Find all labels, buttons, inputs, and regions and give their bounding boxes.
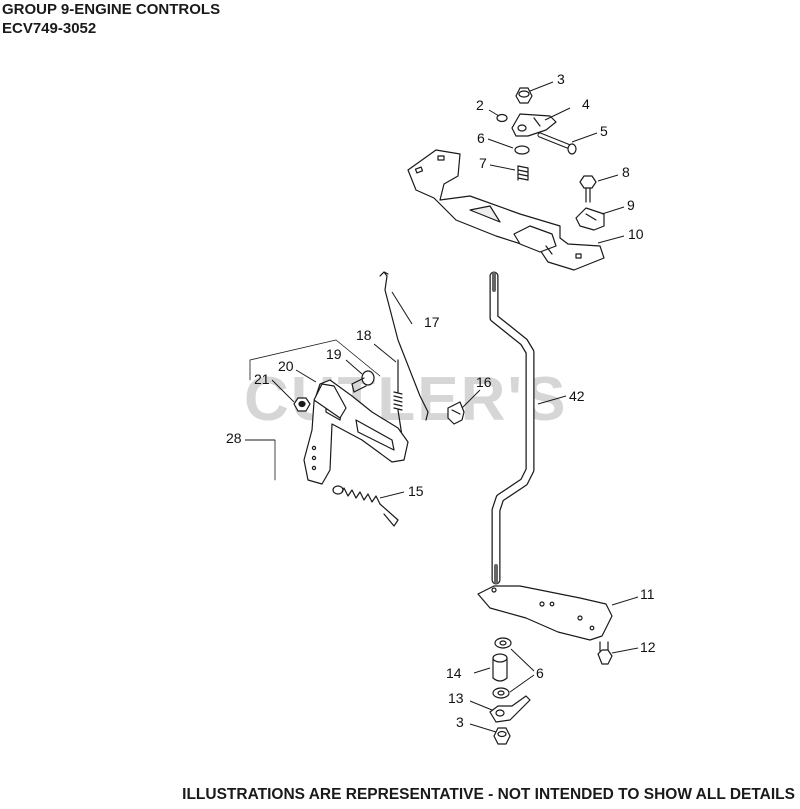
callout-17: 17 xyxy=(424,314,440,330)
callout-9: 9 xyxy=(627,197,635,213)
throttle-rod xyxy=(379,271,429,421)
nut-bottom xyxy=(493,727,511,745)
callout-21: 21 xyxy=(254,371,270,387)
callout-8: 8 xyxy=(622,164,630,180)
callout-10: 10 xyxy=(628,226,644,242)
compression-spring xyxy=(517,165,529,181)
nut-top xyxy=(515,87,533,104)
cable-clip xyxy=(575,207,605,231)
disclaimer-footer: ILLUSTRATIONS ARE REPRESENTATIVE - NOT I… xyxy=(182,786,795,803)
washer-small xyxy=(496,113,508,123)
bushing xyxy=(492,653,508,682)
washer xyxy=(514,145,530,155)
model-number: ECV749-3052 xyxy=(2,20,97,37)
lower-plate xyxy=(477,585,613,641)
control-bracket xyxy=(407,149,605,271)
callout-12: 12 xyxy=(640,639,656,655)
screw-8 xyxy=(579,175,597,203)
callout-28: 28 xyxy=(226,430,242,446)
callout-13: 13 xyxy=(448,690,464,706)
callout-19: 19 xyxy=(326,346,342,362)
lever-arm xyxy=(313,383,347,419)
callout-4: 4 xyxy=(582,96,590,112)
shoulder-bolt xyxy=(351,370,375,393)
callout-2: 2 xyxy=(476,97,484,113)
callout-7: 7 xyxy=(479,155,487,171)
extension-spring-small xyxy=(393,359,403,437)
callout-14: 14 xyxy=(446,665,462,681)
callout-6: 6 xyxy=(477,130,485,146)
callout-16: 16 xyxy=(476,374,492,390)
washer-lower-top xyxy=(494,637,512,649)
bolt xyxy=(537,132,577,155)
leader-lines xyxy=(245,81,639,733)
callout-5: 5 xyxy=(600,123,608,139)
callout-11: 11 xyxy=(640,586,655,602)
swivel-bracket xyxy=(511,113,557,137)
lever-nut xyxy=(293,397,311,412)
callout-6-lower: 6 xyxy=(536,665,544,681)
screw-12 xyxy=(597,641,613,665)
callout-42: 42 xyxy=(569,388,585,404)
page-title: GROUP 9-ENGINE CONTROLS xyxy=(2,1,221,18)
assembly-outline xyxy=(249,339,381,481)
rod-clip xyxy=(447,401,465,425)
extension-spring xyxy=(332,485,399,527)
swivel-link xyxy=(489,695,531,723)
callout-15: 15 xyxy=(408,483,424,499)
callout-18: 18 xyxy=(356,327,372,343)
watermark: CUTLER'S xyxy=(244,365,568,434)
callout-3-lower: 3 xyxy=(456,714,464,730)
control-shaft xyxy=(489,271,535,585)
callout-3: 3 xyxy=(557,71,565,87)
callout-20: 20 xyxy=(278,358,294,374)
washer-lower-bottom xyxy=(492,687,510,699)
